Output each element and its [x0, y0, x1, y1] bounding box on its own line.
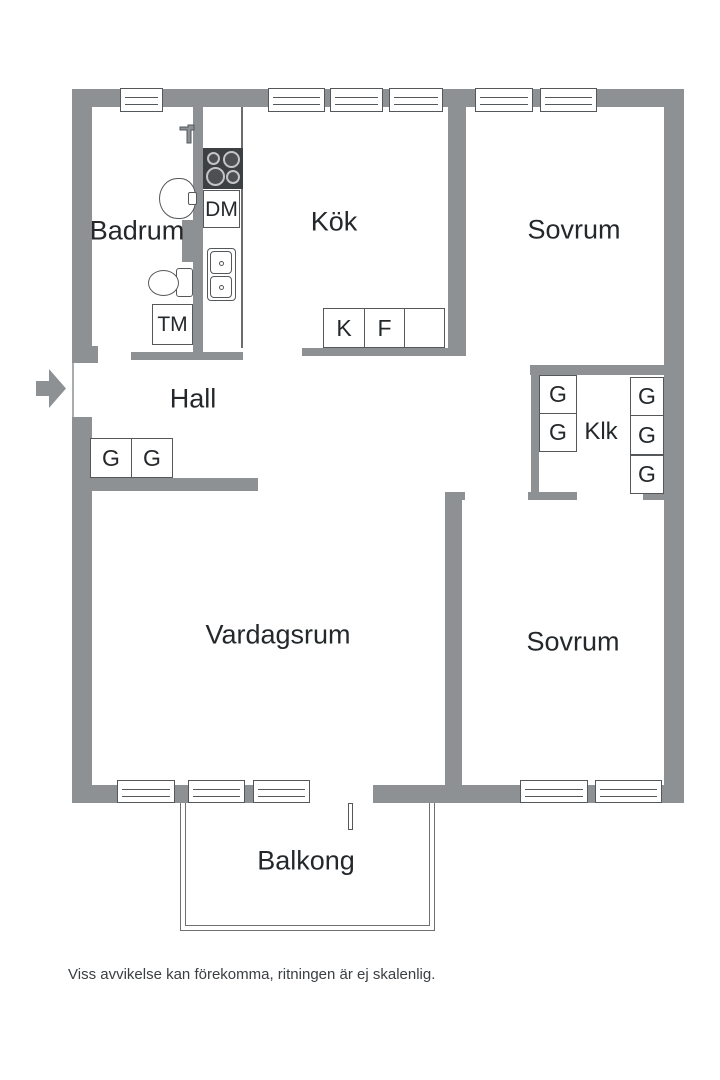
freezer-box: F [364, 308, 405, 348]
entrance-jamb-top [92, 346, 98, 363]
freezer-label: F [377, 314, 392, 341]
balcony-outline-inner [185, 803, 430, 926]
window-vardagsrum-2 [188, 780, 245, 803]
room-label-kok: Kök [310, 206, 358, 237]
wardrobe-label: G [549, 419, 567, 445]
stove-burners-icon [203, 148, 243, 189]
window-kok-2 [330, 88, 383, 112]
window-glass [525, 789, 583, 797]
wardrobe-box-klk-right-1: G [630, 377, 664, 416]
window-kok-1 [268, 88, 325, 112]
burner [207, 152, 220, 165]
badrum-pipe-shaft [182, 220, 193, 262]
wall-vardagsrum-sovrum-divider [445, 492, 462, 785]
wardrobe-label: G [638, 461, 656, 487]
wall-vardagsrum-sovrum-cap [445, 492, 465, 500]
wardrobe-label: G [638, 421, 656, 448]
window-sovrum2-1 [520, 780, 588, 803]
wardrobe-label: G [638, 383, 656, 409]
window-glass [480, 97, 528, 105]
window-glass [394, 97, 438, 105]
room-label-sovrum-1: Sovrum [527, 214, 621, 245]
window-sovrum1-1 [475, 88, 533, 112]
sink-drain [219, 261, 224, 266]
washing-machine-label: TM [157, 313, 188, 336]
wardrobe-label: G [102, 444, 120, 471]
room-label-vardagsrum: Vardagsrum [205, 619, 351, 650]
window-sovrum1-2 [540, 88, 597, 112]
window-kok-3 [389, 88, 443, 112]
window-glass [335, 97, 378, 105]
wardrobe-label: G [143, 444, 161, 471]
window-glass [273, 97, 320, 105]
burner [226, 170, 240, 184]
window-vardagsrum-3 [253, 780, 310, 803]
wall-hall-bottom [92, 478, 258, 491]
wardrobe-box-klk-right-2: G [630, 415, 664, 455]
wall-left-lower [72, 417, 92, 803]
cabinet-box [404, 308, 445, 348]
room-label-hall: Hall [169, 383, 217, 414]
entrance-arrow-icon [36, 369, 66, 408]
balcony-door-leaf [348, 803, 353, 830]
washbasin-tap [188, 192, 197, 205]
window-glass [122, 789, 170, 797]
wall-badrum-kok-divider [193, 107, 203, 360]
sink-drain [219, 285, 224, 290]
wall-right [664, 89, 684, 803]
burner [223, 151, 240, 168]
wall-kok-bottom [302, 348, 466, 356]
wardrobe-label: G [549, 381, 567, 407]
faucet-icon [179, 124, 195, 144]
window-glass [258, 789, 305, 797]
room-label-sovrum-2: Sovrum [526, 626, 620, 657]
balcony-outline-outer [180, 803, 435, 931]
double-sink-icon [207, 248, 236, 301]
window-glass [545, 97, 592, 105]
dishwasher-label: DM [205, 197, 238, 221]
window-sovrum2-2 [595, 780, 662, 803]
wardrobe-box-klk-left-1: G [539, 375, 577, 414]
washing-machine-box: TM [152, 304, 193, 345]
sink-basin [210, 251, 232, 274]
wardrobe-box-hall-1: G [90, 438, 132, 478]
window-vardagsrum-1 [117, 780, 175, 803]
wall-klk-left [531, 375, 539, 492]
window-glass [193, 789, 240, 797]
toilet-icon [148, 270, 179, 296]
wall-klk-bottom-cap-left [528, 492, 577, 500]
burner [206, 167, 225, 186]
fridge-label: K [336, 314, 352, 341]
wall-klk-bottom-cap-right [643, 492, 664, 500]
disclaimer-text: Viss avvikelse kan förekomma, ritningen … [68, 966, 436, 983]
room-label-balkong: Balkong [257, 845, 355, 876]
window-glass [600, 789, 657, 797]
balcony-door-opening [310, 785, 373, 803]
room-label-badrum: Badrum [89, 215, 185, 246]
wardrobe-box-klk-right-3: G [630, 455, 664, 494]
sink-basin [210, 276, 232, 298]
wall-badrum-bottom [131, 352, 243, 360]
entrance-threshold-line [72, 363, 74, 417]
wardrobe-box-klk-left-2: G [539, 413, 577, 452]
window-glass [125, 97, 158, 105]
fridge-box: K [323, 308, 365, 348]
wall-left-upper [72, 89, 92, 363]
window-badrum [120, 88, 163, 112]
dishwasher-box: DM [203, 190, 240, 228]
room-label-klk: Klk [584, 418, 618, 445]
wall-kok-sovrum-divider [448, 107, 466, 356]
wardrobe-box-hall-2: G [131, 438, 173, 478]
wall-sovrum-klk-top [530, 365, 664, 375]
